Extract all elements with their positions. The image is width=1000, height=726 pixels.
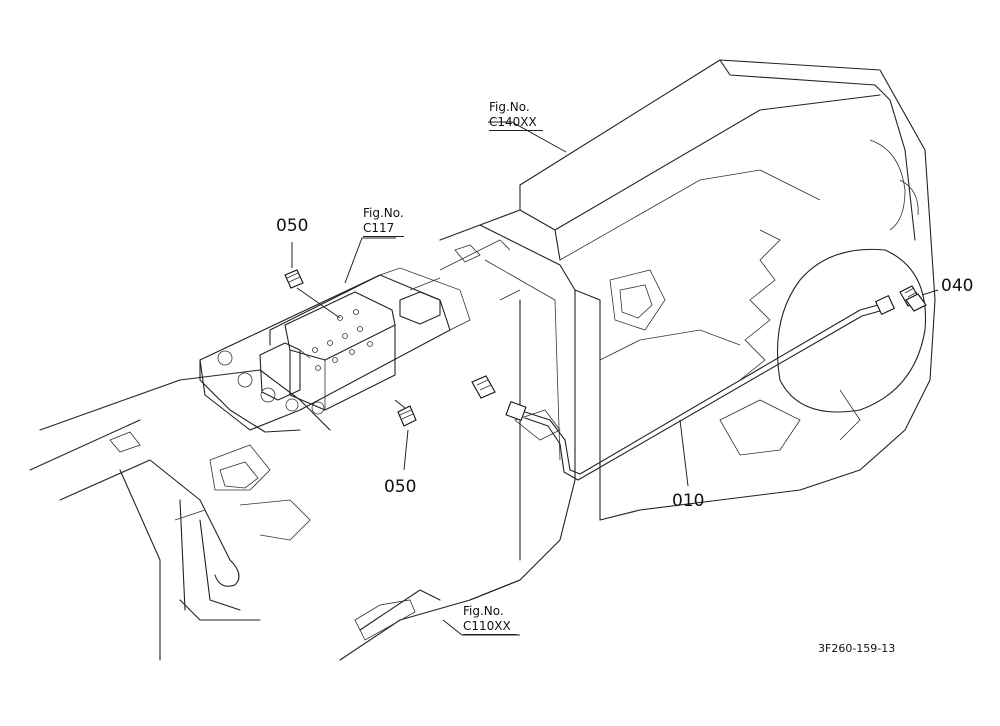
fig-ref-valve-block: Fig.No. C117 — [363, 206, 404, 237]
callout-040: 040 — [941, 276, 974, 296]
callout-050-upper: 050 — [276, 216, 309, 236]
tube-assembly — [505, 294, 896, 481]
fig-ref-label: Fig.No. — [463, 604, 504, 618]
fig-ref-lower-housing: Fig.No. C110XX — [463, 604, 517, 635]
fitting-040 — [899, 285, 927, 312]
plug-050-upper — [284, 269, 341, 319]
fig-ref-code: C140XX — [489, 115, 543, 131]
drawing-number: 3F260-159-13 — [818, 642, 896, 655]
callout-010: 010 — [672, 491, 705, 511]
fig-ref-label: Fig.No. — [489, 100, 530, 114]
fig-ref-code: C117 — [363, 221, 404, 237]
callout-050-lower: 050 — [384, 477, 417, 497]
fig-ref-label: Fig.No. — [363, 206, 404, 220]
leader-lines — [291, 121, 939, 636]
valve-block — [199, 267, 471, 433]
union-fitting — [471, 375, 496, 399]
fig-ref-upper-housing: Fig.No. C140XX — [489, 100, 543, 131]
fig-ref-code: C110XX — [463, 619, 517, 635]
center-housing-outline — [439, 209, 601, 601]
plug-050-lower — [394, 399, 417, 427]
lower-housing-outline — [29, 369, 521, 661]
upper-housing-outline — [519, 59, 936, 521]
